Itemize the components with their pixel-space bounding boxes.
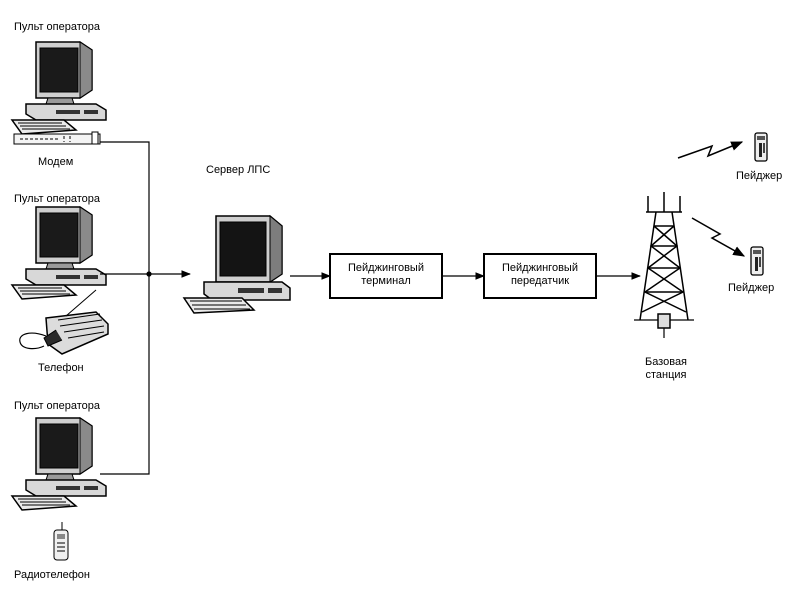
operator-console-1 — [11, 41, 107, 135]
radiotelephone-label: Радиотелефон — [14, 569, 90, 581]
server-computer — [183, 215, 291, 314]
operator-console-3 — [11, 417, 107, 511]
base-station-line1: Базовая — [644, 356, 688, 368]
operator-console-label-1: Пульт оператора — [14, 21, 101, 33]
operator-bus-lines — [100, 141, 150, 475]
server-label: Сервер ЛПС — [206, 164, 271, 176]
operator-console-label-3: Пульт оператора — [14, 400, 101, 412]
paging-terminal-line1: Пейджинговый — [348, 262, 424, 274]
operator-console-label-2: Пульт оператора — [14, 193, 101, 205]
pager-label-upper: Пейджер — [736, 170, 783, 182]
modem-icon — [13, 131, 101, 145]
telephone-icon — [19, 289, 109, 355]
base-station-label: Базовая станция — [628, 356, 704, 382]
paging-transmitter-text: Пейджинговый передатчик — [484, 262, 596, 288]
paging-transmitter-line2: передатчик — [510, 275, 570, 287]
pager-label-lower: Пейджер — [728, 282, 775, 294]
paging-terminal-text: Пейджинговый терминал — [330, 262, 442, 288]
paging-terminal-line2: терминал — [361, 275, 411, 287]
telephone-label: Телефон — [38, 362, 84, 374]
radiotelephone-icon — [53, 522, 69, 561]
pager-icon — [750, 246, 764, 276]
paging-transmitter-line1: Пейджинговый — [502, 262, 578, 274]
paging-transmitter-box — [483, 253, 597, 299]
base-station-tower-icon — [634, 192, 694, 338]
modem-label: Модем — [38, 156, 74, 168]
radio-link-lower-icon — [691, 217, 746, 257]
radio-link-upper-icon — [677, 141, 744, 159]
operator-console-2 — [11, 206, 107, 300]
base-station-line2: станция — [645, 369, 687, 381]
pager-icon — [754, 132, 768, 162]
